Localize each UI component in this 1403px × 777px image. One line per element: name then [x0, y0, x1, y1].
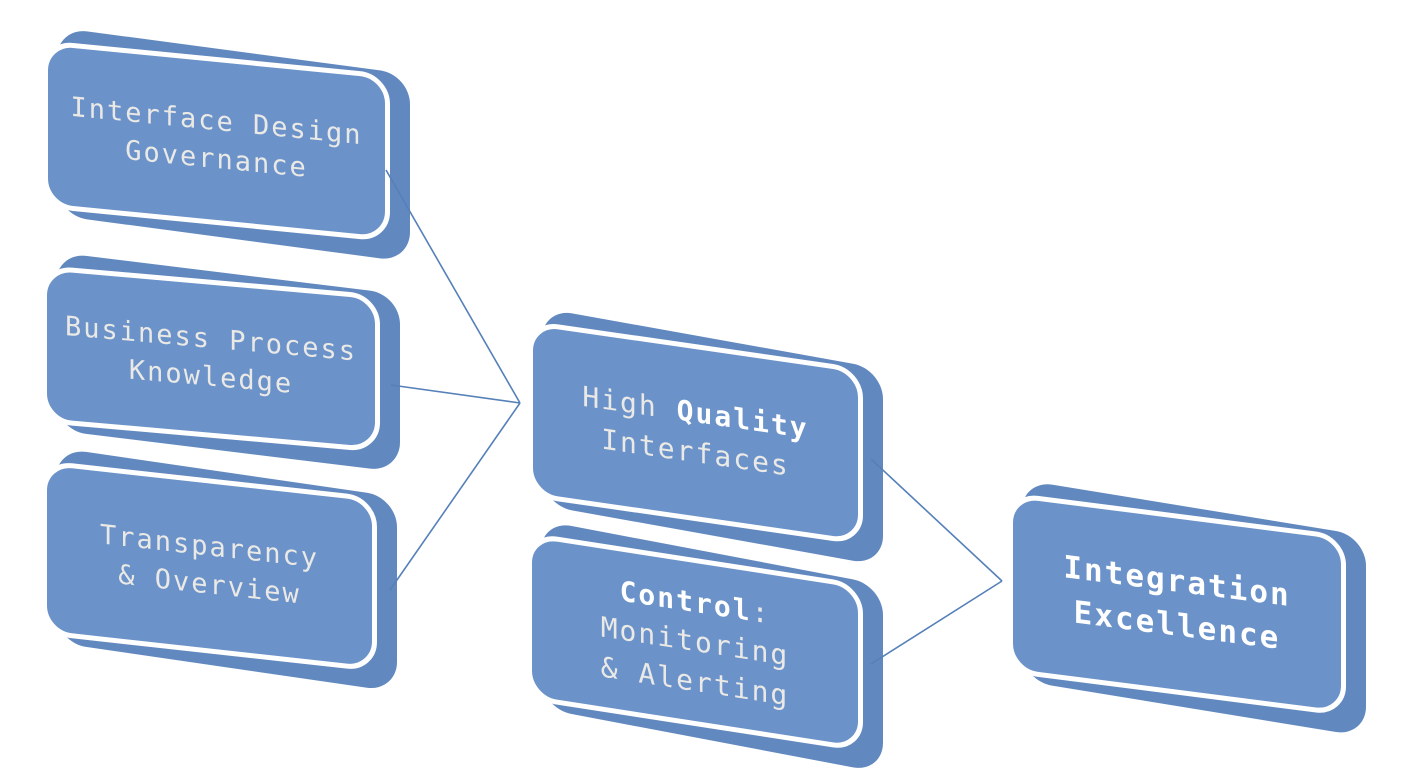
node-integration-excellence: Integration Excellence: [1008, 479, 1366, 737]
node-transparency-overview: Transparency & Overview: [42, 447, 397, 693]
node-label: High Quality Interfaces: [533, 370, 858, 495]
node-face: Control: Monitoring & Alerting: [527, 532, 863, 753]
connector-line-control-to-excellence: [870, 580, 1003, 665]
connector-line-knowledge-to-quality: [390, 384, 521, 404]
node-business-process-knowledge: Business Process Knowledge: [42, 252, 400, 473]
node-label: Control: Monitoring & Alerting: [532, 558, 858, 726]
node-high-quality-interfaces: High Quality Interfaces: [528, 308, 883, 567]
node-label: Interface Design Governance: [48, 87, 385, 196]
node-label: Transparency & Overview: [47, 510, 372, 621]
node-face: Interface Design Governance: [43, 40, 390, 243]
node-label: Business Process Knowledge: [47, 307, 375, 411]
connector-line-quality-to-excellence: [870, 458, 1003, 582]
connector-line-transparency-to-quality: [389, 402, 521, 591]
node-interface-design-governance: Interface Design Governance: [43, 27, 410, 263]
node-face: Transparency & Overview: [42, 460, 377, 672]
node-control-monitoring-alerting: Control: Monitoring & Alerting: [527, 520, 883, 774]
node-face: Business Process Knowledge: [42, 265, 380, 453]
node-label: Integration Excellence: [1013, 540, 1341, 669]
